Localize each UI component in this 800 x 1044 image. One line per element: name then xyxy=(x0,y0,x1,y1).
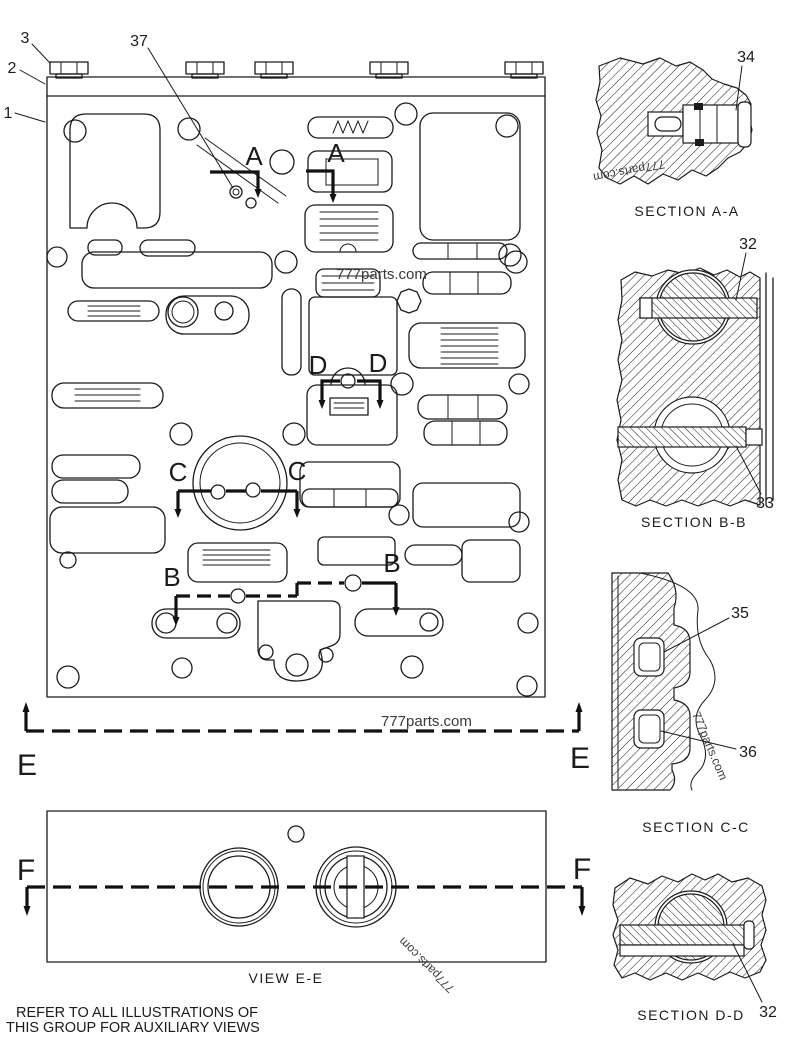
plate-outline xyxy=(46,76,546,698)
callout-36: 36 xyxy=(739,744,757,761)
section-dd-view: 32 SECTION D-D xyxy=(612,873,777,1023)
view-ee-label: VIEW E-E xyxy=(248,970,323,986)
section-marker-d-right: D xyxy=(369,348,388,378)
leader-line xyxy=(147,47,234,189)
watermark-777parts: 777parts.com xyxy=(336,266,427,283)
cut-line-ff: F F xyxy=(17,853,591,916)
section-cc-view: 35 36 SECTION C-C 777parts.com xyxy=(611,572,757,835)
cut-marker-cc: C C xyxy=(169,456,307,518)
leader-line xyxy=(663,617,730,653)
callout-34: 34 xyxy=(737,49,755,66)
section-marker-b-left: B xyxy=(163,562,180,592)
watermark-777parts: 777parts.com xyxy=(396,934,457,995)
leader-line xyxy=(14,112,46,123)
section-aa-view: 34 SECTION A-A 777parts.com xyxy=(592,49,755,219)
section-marker-c-left: C xyxy=(169,457,188,487)
section-marker-d-left: D xyxy=(309,350,328,380)
leader-line xyxy=(660,730,737,750)
section-marker-c-right: C xyxy=(288,456,307,486)
plate-galleries xyxy=(49,112,526,682)
callout-35: 35 xyxy=(731,605,749,622)
bolt xyxy=(185,61,225,79)
callout-33: 33 xyxy=(756,495,774,512)
section-marker-a-right: A xyxy=(327,138,345,168)
section-bb-view: 32 33 SECTION B-B xyxy=(616,236,774,530)
watermark-777parts: 777parts.com xyxy=(381,713,472,730)
section-cc-label: SECTION C-C xyxy=(642,819,750,835)
section-marker-a-left: A xyxy=(245,141,263,171)
leader-line xyxy=(735,252,747,301)
cut-line-ee: E E xyxy=(17,702,590,782)
bolt xyxy=(504,61,544,79)
cut-letter-f-left: F xyxy=(17,854,35,887)
callout-2: 2 xyxy=(8,60,17,77)
view-ee-outline xyxy=(46,810,547,963)
footnote: REFER TO ALL ILLUSTRATIONS OF THIS GROUP… xyxy=(6,1005,260,1036)
leader-line xyxy=(735,445,762,495)
cut-marker-aa: A A xyxy=(210,138,345,203)
callout-32-dd: 32 xyxy=(759,1004,777,1021)
bolt xyxy=(369,61,409,79)
cut-letter-f-right: F xyxy=(573,853,591,886)
bolt xyxy=(254,61,294,79)
leader-line xyxy=(735,65,743,111)
leader-line xyxy=(19,69,46,85)
note-line-2: THIS GROUP FOR AUXILIARY VIEWS xyxy=(6,1020,260,1036)
cut-letter-e-left: E xyxy=(17,749,37,782)
view-ee-drawing: F F VIEW E-E xyxy=(17,810,591,986)
section-aa-label: SECTION A-A xyxy=(634,203,739,219)
leader-line xyxy=(732,943,763,1003)
cut-marker-dd: D D xyxy=(309,348,388,409)
bolt xyxy=(49,61,89,79)
leader-line xyxy=(31,43,51,64)
note-line-1: REFER TO ALL ILLUSTRATIONS OF xyxy=(16,1005,258,1021)
bolt-row xyxy=(49,61,544,79)
plate-callouts: 3 2 1 37 xyxy=(4,30,257,209)
section-marker-b-right: B xyxy=(383,548,400,578)
section-bb-label: SECTION B-B xyxy=(641,514,747,530)
callout-3: 3 xyxy=(21,30,30,47)
main-plate-view: 3 2 1 37 A A D D C C xyxy=(4,30,546,698)
plate-holes xyxy=(46,102,539,697)
cut-letter-e-right: E xyxy=(570,742,590,775)
callout-32-bb: 32 xyxy=(739,236,757,253)
callout-1: 1 xyxy=(4,105,13,122)
section-dd-label: SECTION D-D xyxy=(637,1007,745,1023)
callout-37: 37 xyxy=(130,33,148,50)
cut-marker-bb: B B xyxy=(163,548,401,626)
